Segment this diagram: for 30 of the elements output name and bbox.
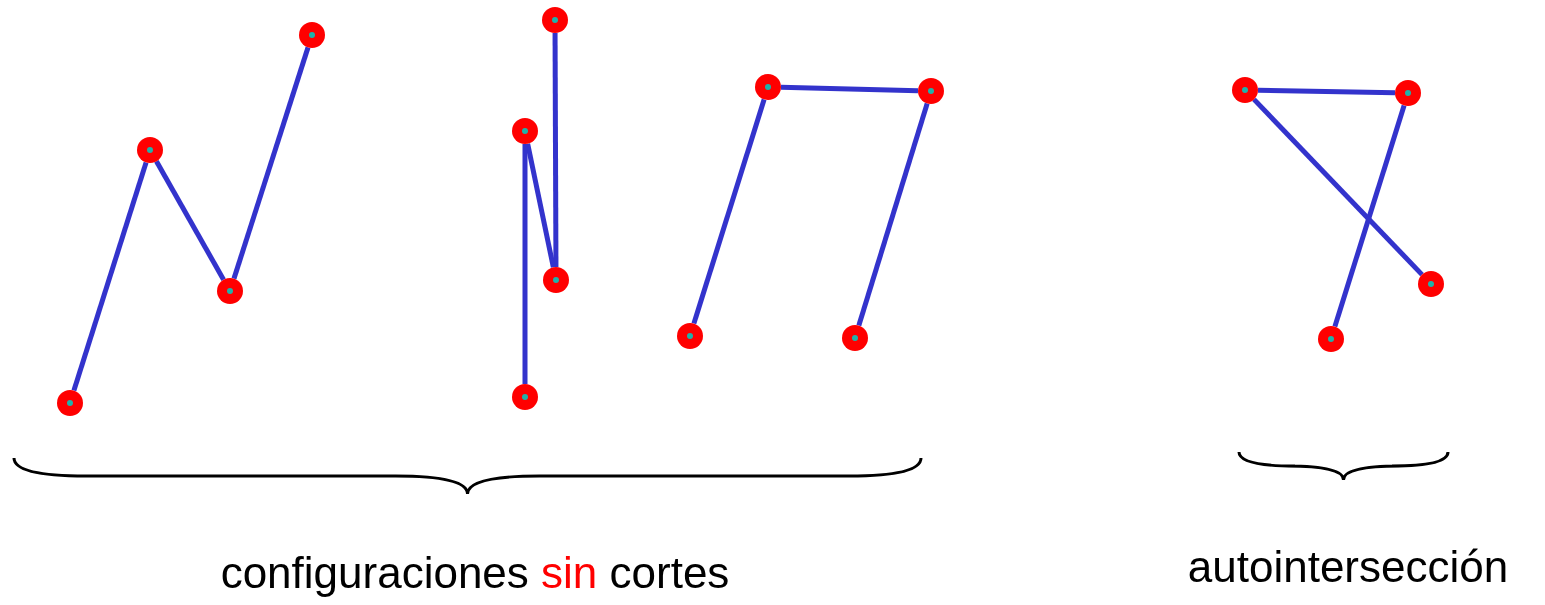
vertex-point [677, 323, 703, 349]
vertex-point [1232, 77, 1258, 103]
vertex-point [1318, 326, 1344, 352]
line-segment [1257, 87, 1396, 96]
line-segment [525, 143, 556, 268]
line-segment [1252, 97, 1424, 277]
vertex-point [842, 325, 868, 351]
line-segment [522, 144, 528, 384]
vertex-point [137, 137, 163, 163]
vertex-point [542, 7, 568, 33]
line-segment [71, 161, 149, 392]
vertex-point [217, 278, 243, 304]
caption-text: configuraciones sin cortes [220, 548, 730, 598]
vertex-point [1395, 80, 1421, 106]
line-segment [154, 160, 226, 281]
vertex-point [918, 78, 944, 104]
line-segment [691, 98, 767, 325]
caption-text: autointersección [1187, 542, 1509, 592]
line-segment [1332, 104, 1407, 328]
line-segment [856, 102, 930, 327]
line-segment [780, 84, 919, 94]
vertex-point [543, 267, 569, 293]
vertex-point [57, 390, 83, 416]
vertex-point [299, 22, 325, 48]
vertex-point [512, 118, 538, 144]
line-segment [552, 33, 559, 267]
line-segment [231, 46, 311, 280]
vertex-point [512, 384, 538, 410]
vertex-point [755, 74, 781, 100]
vertex-point [1418, 271, 1444, 297]
